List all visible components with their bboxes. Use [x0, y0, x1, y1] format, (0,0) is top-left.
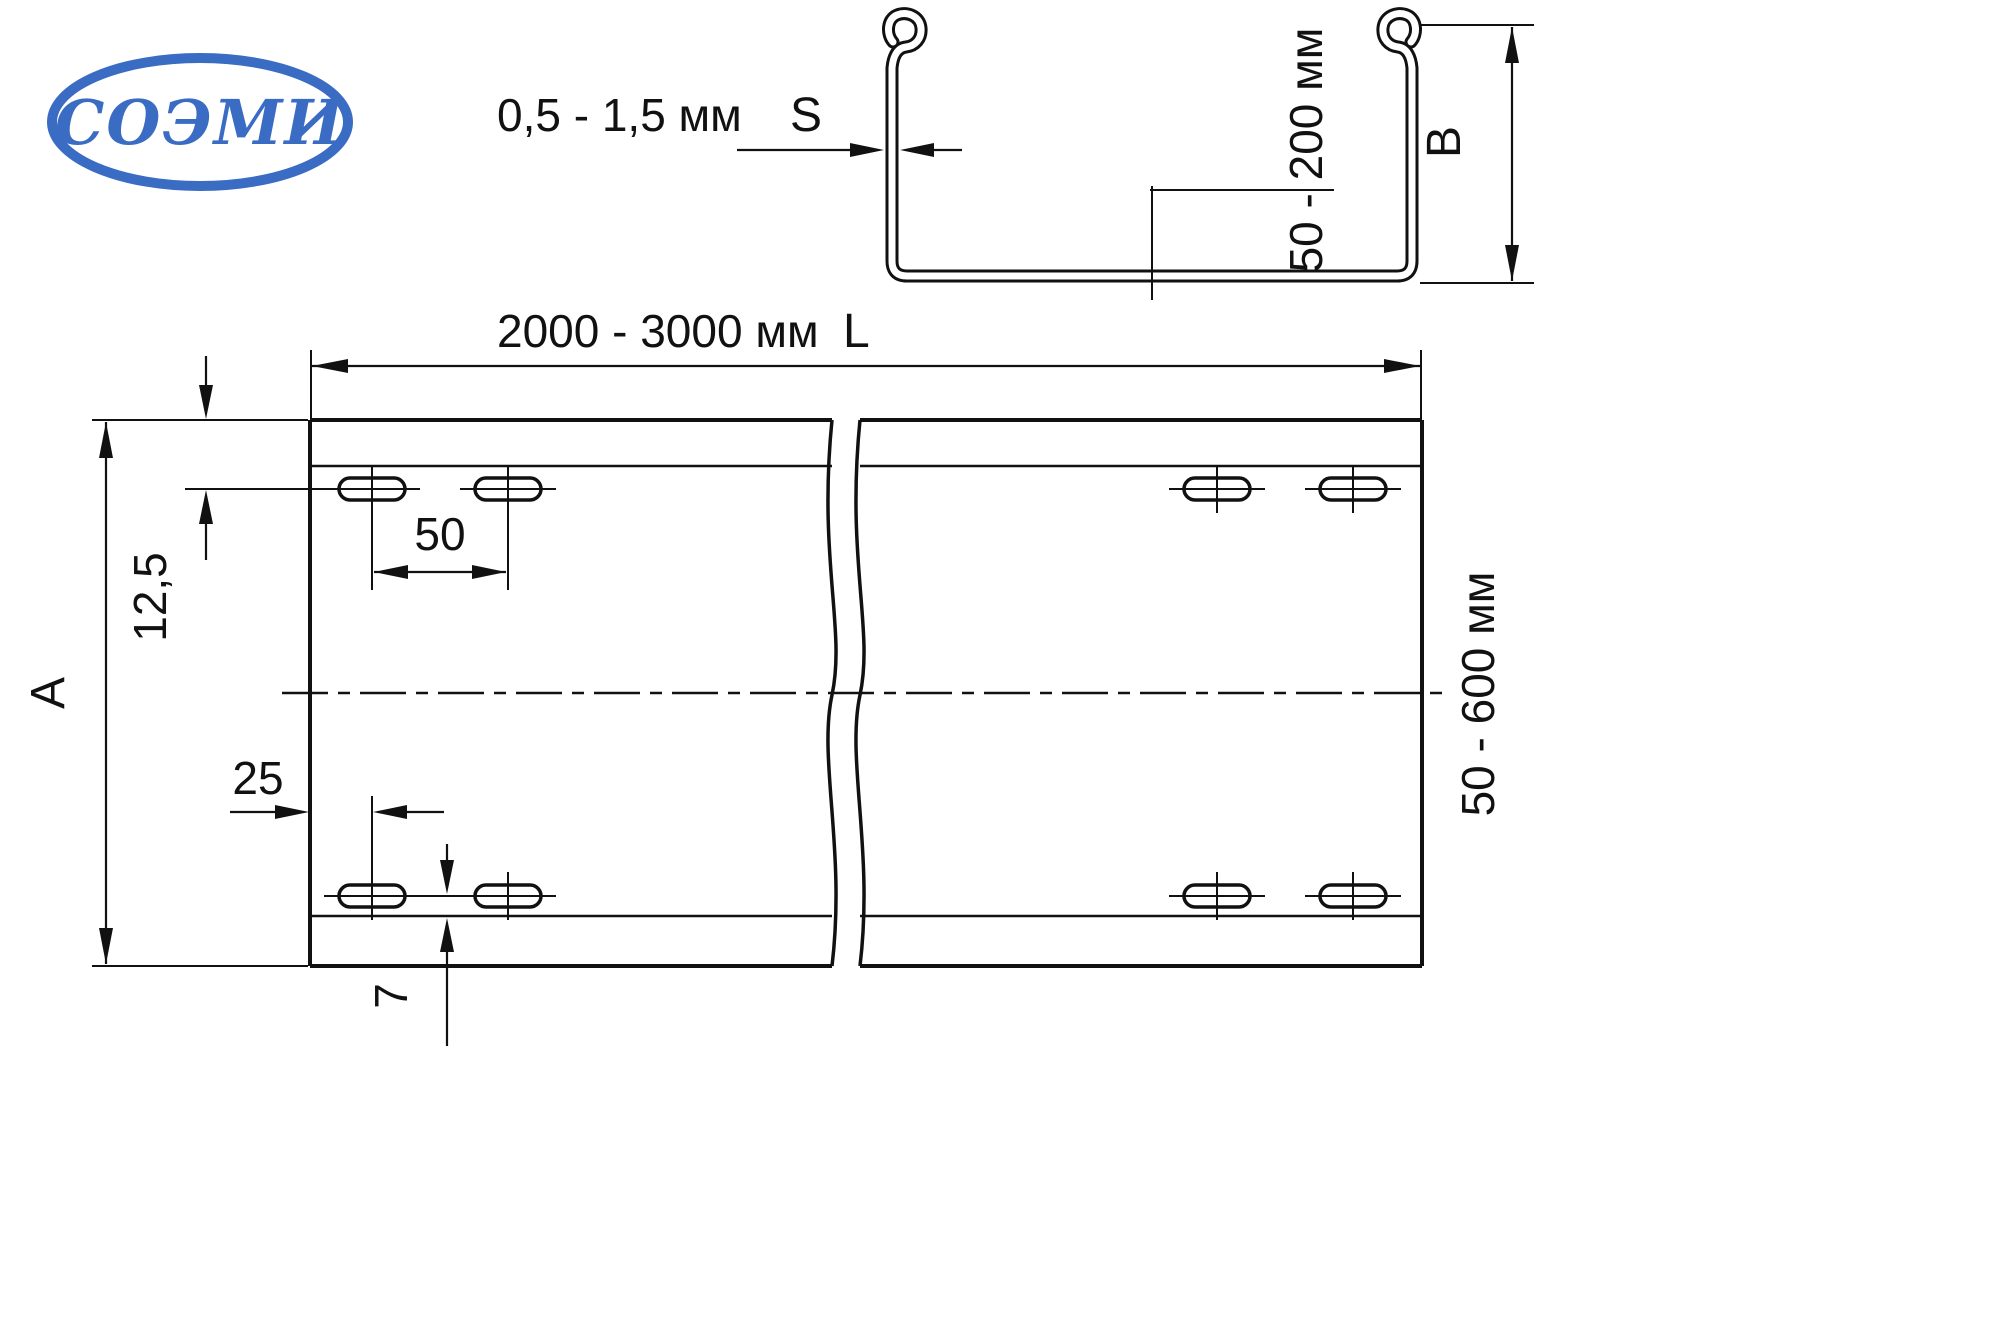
cross-section-view — [882, 7, 1422, 300]
plan-view — [282, 418, 1448, 968]
arrowhead — [1505, 27, 1519, 63]
arrowhead — [850, 143, 884, 157]
dimension-slot-pitch: 50 — [371, 502, 509, 590]
slot-row-offset-label: 12,5 — [124, 552, 176, 642]
arrowhead — [199, 490, 213, 524]
length-symbol-label: L — [843, 305, 870, 358]
break-line — [826, 419, 838, 967]
arrowhead — [312, 359, 348, 373]
dimension-length: 2000 - 3000 мм L — [310, 305, 1422, 418]
arrowhead — [374, 565, 408, 579]
arrowhead — [440, 918, 454, 952]
slot-end-offset-label: 25 — [232, 752, 283, 804]
slot-hole — [1305, 872, 1401, 920]
break-line — [854, 419, 866, 967]
slot-hole — [1169, 872, 1265, 920]
logo-ellipse — [47, 53, 353, 191]
dimension-width: A — [22, 419, 308, 967]
thickness-symbol-label: S — [790, 89, 822, 142]
arrowhead — [1384, 359, 1420, 373]
slot-hole — [1169, 465, 1265, 513]
dimension-slot-end-offset: 25 — [230, 752, 444, 880]
arrowhead — [199, 385, 213, 419]
arrowhead — [1505, 245, 1519, 281]
slot-pitch-label: 50 — [414, 508, 465, 560]
logo-wordmark: СОЭМИ — [55, 86, 345, 159]
arrowhead — [440, 860, 454, 894]
slot-hole — [460, 872, 556, 920]
slot-hole — [1305, 465, 1401, 513]
section-height-symbol-label: B — [1418, 126, 1471, 158]
arrowhead — [472, 565, 506, 579]
dimension-slot-row-offset: 12,5 — [124, 356, 326, 642]
arrowhead — [373, 805, 407, 819]
arrowhead — [99, 422, 113, 458]
section-height-range-label: 50 - 200 мм — [1280, 28, 1332, 273]
slot-edge-offset-label: 7 — [365, 983, 417, 1009]
width-symbol-label: A — [22, 677, 75, 709]
arrowhead — [900, 143, 934, 157]
slot-hole — [460, 465, 556, 513]
length-range-label: 2000 - 3000 мм — [497, 305, 819, 357]
dimension-slot-edge-offset: 7 — [365, 844, 464, 1046]
arrowhead — [99, 928, 113, 964]
dimension-section-height: 50 - 200 мм B — [1280, 24, 1534, 284]
thickness-range-label: 0,5 - 1,5 мм — [497, 89, 742, 141]
arrowhead — [275, 805, 309, 819]
width-range-label: 50 - 600 мм — [1452, 572, 1504, 817]
company-logo: СОЭМИ — [47, 53, 353, 191]
dimension-thickness: 0,5 - 1,5 мм S — [497, 89, 962, 157]
